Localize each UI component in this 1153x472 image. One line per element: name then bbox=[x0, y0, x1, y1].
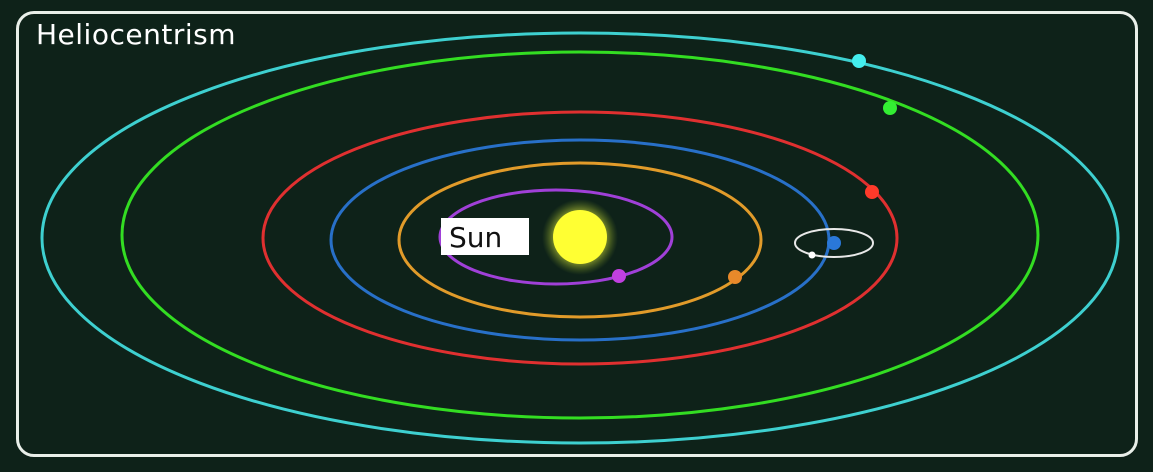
sun-label-box bbox=[441, 218, 529, 255]
orbit-1 bbox=[438, 188, 674, 286]
planet-1 bbox=[612, 269, 626, 283]
planet-3 bbox=[827, 236, 841, 250]
orbit-6 bbox=[40, 31, 1120, 445]
sun-label: Sun bbox=[449, 221, 502, 254]
orbit-4 bbox=[261, 110, 899, 366]
planet-4 bbox=[865, 185, 879, 199]
diagram-title: Heliocentrism bbox=[36, 18, 236, 51]
sun bbox=[553, 210, 607, 264]
moon bbox=[808, 251, 816, 259]
planet-5 bbox=[883, 101, 897, 115]
orbit-5 bbox=[120, 50, 1040, 420]
diagram-frame bbox=[16, 11, 1138, 457]
planet-2 bbox=[728, 270, 742, 284]
moon-orbit bbox=[794, 228, 874, 258]
orbit-2 bbox=[397, 161, 763, 319]
planet-6 bbox=[852, 54, 866, 68]
